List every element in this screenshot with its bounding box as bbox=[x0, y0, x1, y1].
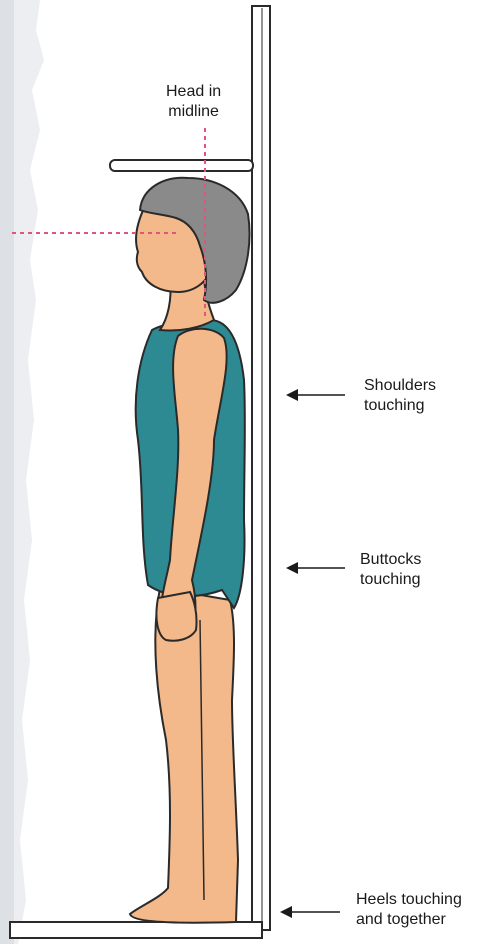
head-piece bbox=[110, 160, 253, 171]
shoulders-label-line-2: touching bbox=[364, 396, 436, 416]
head-label-line-2: midline bbox=[166, 102, 221, 122]
hand bbox=[156, 592, 196, 641]
head-in-midline-label: Head in midline bbox=[166, 82, 221, 122]
shoulders-label-line-1: Shoulders bbox=[364, 376, 436, 396]
buttocks-arrow bbox=[286, 562, 345, 574]
buttocks-label-line-2: touching bbox=[360, 570, 421, 590]
shoulders-touching-label: Shoulders touching bbox=[364, 376, 436, 416]
arrows bbox=[280, 389, 345, 918]
scanned-page-edge bbox=[0, 0, 44, 944]
heels-touching-label: Heels touching and together bbox=[356, 890, 462, 930]
heels-label-line-1: Heels touching bbox=[356, 890, 462, 910]
heels-arrow bbox=[280, 906, 340, 918]
shoulders-arrow bbox=[286, 389, 345, 401]
stadiometer-board bbox=[252, 6, 270, 930]
floor-board bbox=[10, 922, 262, 938]
person-figure bbox=[130, 178, 250, 923]
buttocks-touching-label: Buttocks touching bbox=[360, 550, 421, 590]
head-label-line-1: Head in bbox=[166, 82, 221, 102]
buttocks-label-line-1: Buttocks bbox=[360, 550, 421, 570]
heels-label-line-2: and together bbox=[356, 910, 462, 930]
